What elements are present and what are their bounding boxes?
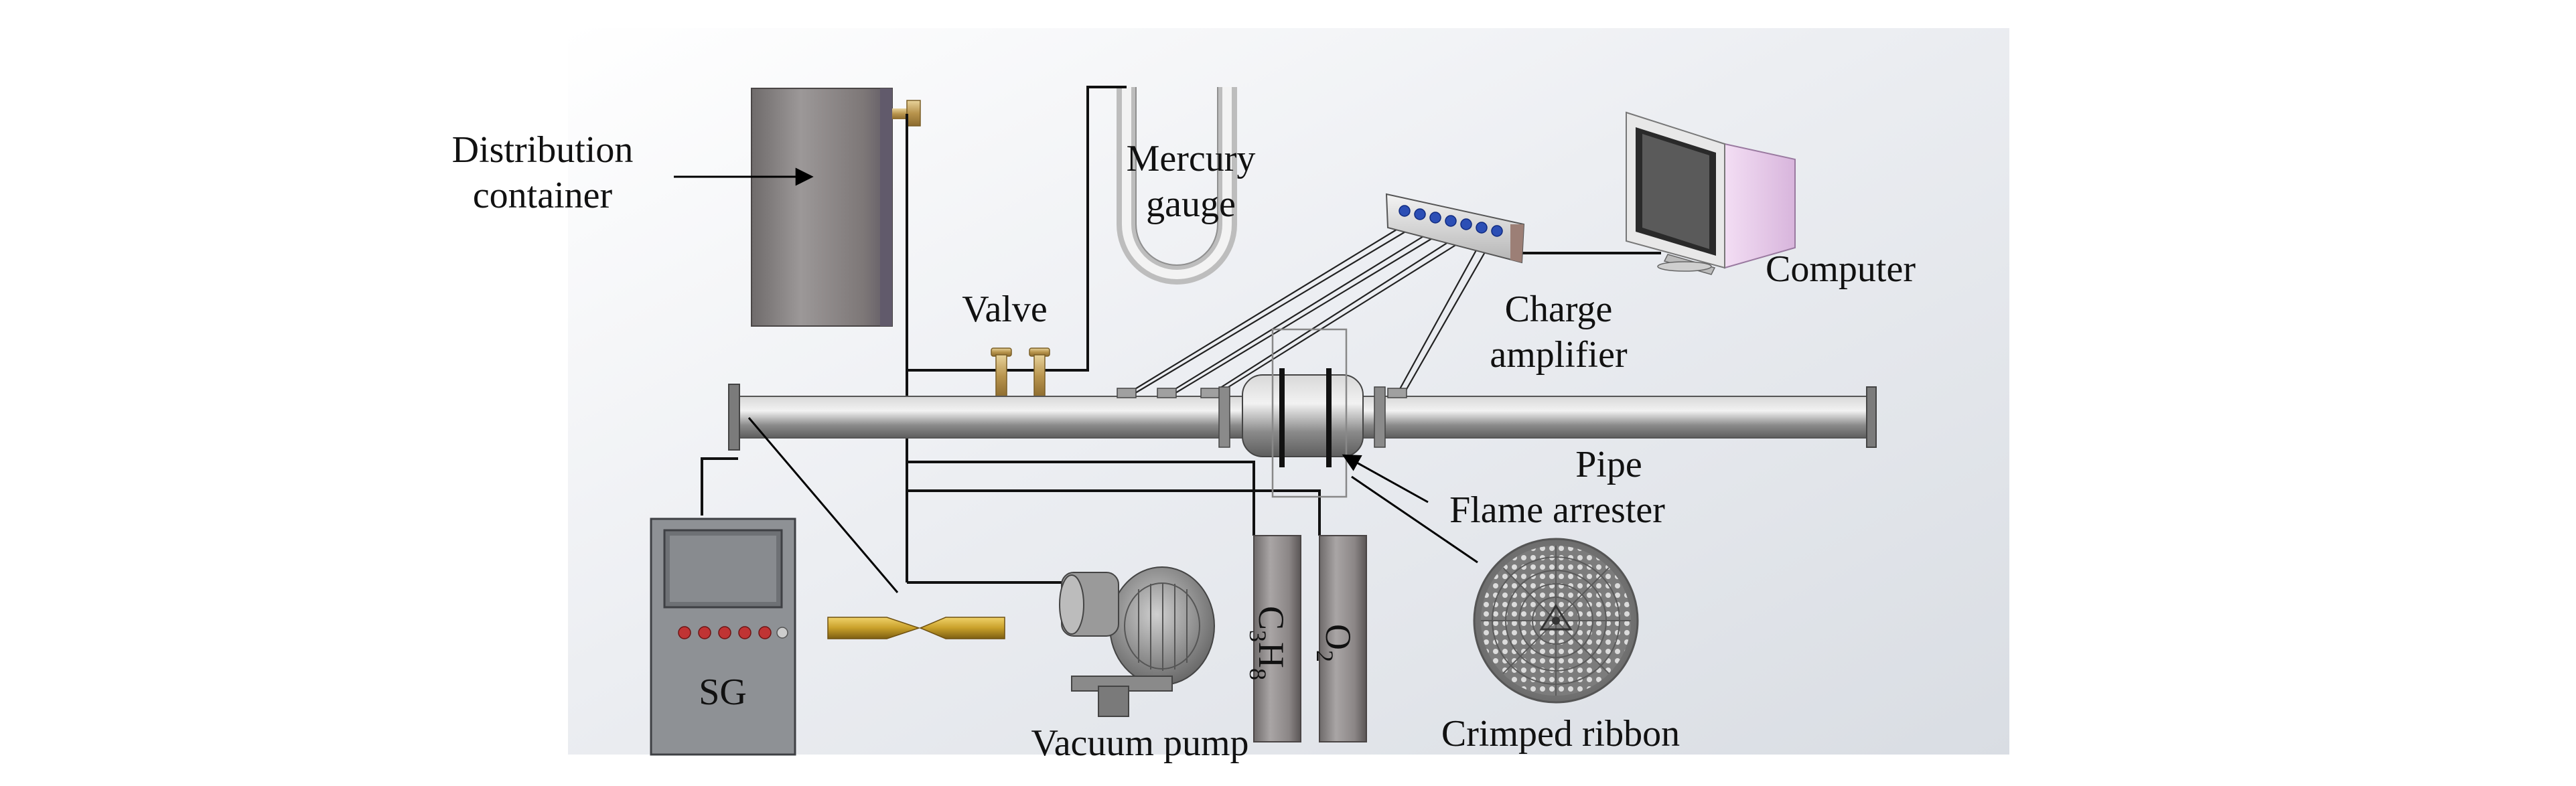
label-c3h8: C3H8 [1244, 606, 1291, 680]
ignition-electrode [827, 617, 1005, 639]
label-sg: SG [699, 672, 747, 713]
label-crimped-ribbon: Crimped ribbon [1441, 713, 1680, 755]
gas-cylinders [1253, 535, 1367, 742]
valves [991, 347, 1050, 398]
label-valve: Valve [962, 289, 1048, 330]
crimped-ribbon [1473, 538, 1639, 704]
label-charge-line1: Charge [1505, 289, 1613, 330]
labels: Distribution container Mercury gauge Val… [452, 129, 1916, 764]
flame-arrester [1242, 328, 1364, 498]
label-distribution-line2: container [473, 175, 613, 216]
label-distribution-line1: Distribution [452, 129, 634, 171]
label-pipe: Pipe [1575, 444, 1642, 485]
amp-leds [1399, 205, 1503, 237]
label-mercury-line1: Mercury [1127, 138, 1256, 179]
ribbon-leader [1351, 475, 1478, 564]
leader-lines [674, 167, 1478, 593]
sg-box [650, 518, 796, 756]
distribution-container [751, 88, 921, 327]
label-vacuum-pump: Vacuum pump [1031, 722, 1248, 764]
label-flame-arrester: Flame arrester [1449, 489, 1665, 531]
label-computer: Computer [1766, 248, 1916, 290]
svg-text:C3H8: C3H8 [1244, 606, 1291, 680]
mercury-gauge [1117, 87, 1237, 285]
sg-buttons [678, 626, 772, 639]
sensor-cables [1125, 227, 1486, 396]
flame-arrester-arrow [1342, 454, 1429, 503]
sg-leader [747, 417, 899, 593]
vacuum-pump [1059, 566, 1215, 717]
label-mercury-line2: gauge [1146, 183, 1236, 225]
charge-amplifier [1385, 193, 1525, 264]
computer [1626, 111, 1796, 275]
label-charge-line2: amplifier [1490, 334, 1628, 376]
